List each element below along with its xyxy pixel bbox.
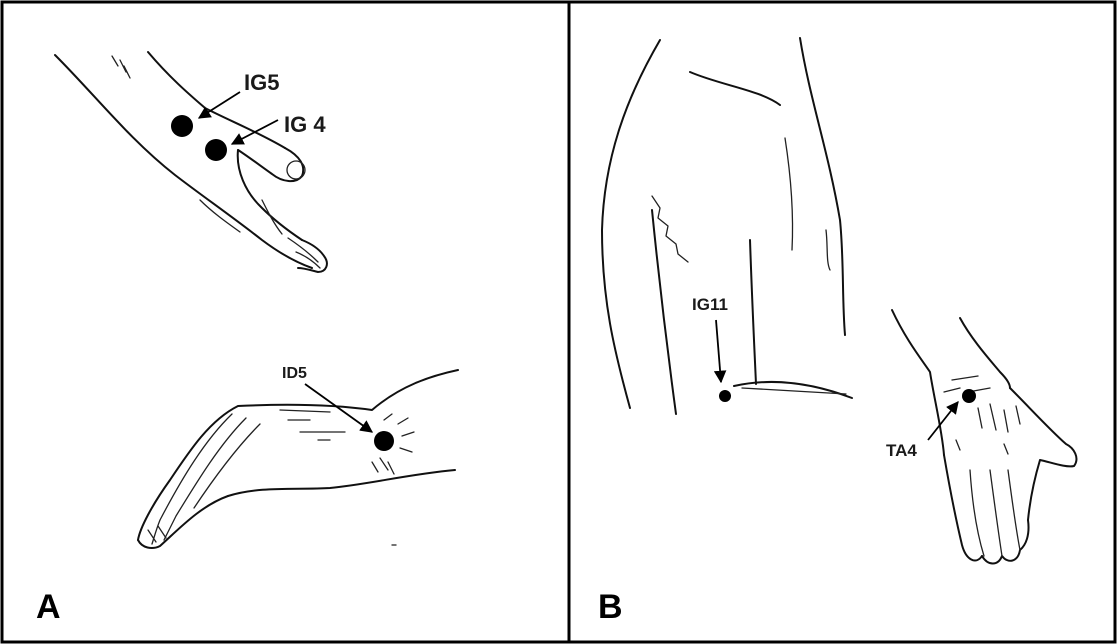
acupoint-ta4-label: TA4 bbox=[886, 441, 917, 460]
ta4-arrow bbox=[928, 402, 958, 440]
acupoint-id5-dot bbox=[374, 431, 394, 451]
acupoint-ig5-label: IG5 bbox=[244, 70, 279, 95]
acupoint-ta4-dot bbox=[962, 389, 976, 403]
panel-b-label: B bbox=[598, 588, 623, 626]
acupoint-id5-label: ID5 bbox=[282, 365, 307, 382]
acupoint-ig5-dot bbox=[171, 115, 193, 137]
panel-a-label: A bbox=[36, 588, 61, 626]
hand-drawing-top bbox=[55, 52, 327, 272]
hand-drawing-palm bbox=[892, 310, 1076, 564]
acupoint-ig4-dot bbox=[205, 139, 227, 161]
panel-b: IG11 TA4 B bbox=[598, 38, 1076, 626]
acupoint-ig11-dot bbox=[719, 390, 731, 402]
panel-a: IG5 IG 4 ID5 A bbox=[36, 52, 458, 626]
arm-drawing bbox=[602, 38, 852, 414]
hand-drawing-bottom bbox=[138, 370, 458, 548]
ig11-arrow bbox=[716, 320, 721, 382]
acupoint-ig4-label: IG 4 bbox=[284, 112, 326, 137]
acupoint-ig11-label: IG11 bbox=[692, 295, 728, 314]
